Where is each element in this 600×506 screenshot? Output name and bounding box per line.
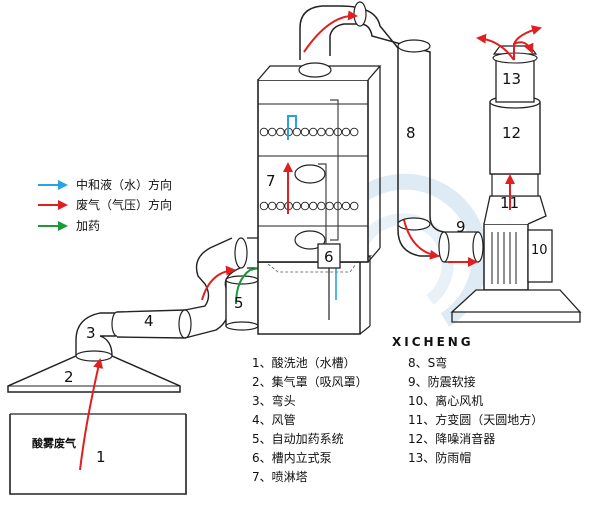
water-flow-arrow	[287, 115, 297, 140]
callout-1: 1	[96, 448, 106, 466]
callout-7: 7	[266, 172, 276, 190]
callout-5: 5	[234, 294, 244, 312]
packing-ball	[300, 127, 310, 137]
packing-ball	[259, 201, 269, 211]
packing-ball	[317, 201, 326, 211]
packing-ball	[325, 201, 334, 211]
centrifugal-fan	[483, 223, 529, 291]
legend-label: 中和液（水）方向	[76, 177, 172, 192]
packing-ball	[349, 127, 359, 137]
parts-list-item: 12、降噪消音器	[408, 431, 495, 446]
legend-label: 废气（气压）方向	[76, 197, 172, 212]
parts-list-item: 13、防雨帽	[408, 450, 471, 465]
packing-ball	[292, 127, 302, 137]
callout-11: 11	[500, 194, 519, 212]
packing-ball	[341, 201, 351, 211]
ball-packing-icon	[259, 127, 359, 211]
dosing-flow-arrow	[235, 264, 291, 305]
fan-blades	[491, 232, 517, 284]
parts-list-item: 2、集气罩（吸风罩）	[252, 374, 368, 389]
packing-ball	[341, 127, 351, 137]
parts-list-item: 6、槽内立式泵	[252, 450, 332, 465]
legend-label: 加药	[76, 219, 100, 233]
callout-10: 10	[531, 243, 548, 258]
water-tank	[257, 261, 361, 335]
acid-pool	[9, 414, 187, 495]
gas-flow-arrows	[79, 10, 542, 471]
parts-list-item: 5、自动加药系统	[252, 432, 344, 446]
callout-4: 4	[144, 312, 154, 330]
callout-8: 8	[406, 124, 416, 142]
watermark-text: XICHENG	[392, 335, 474, 349]
packing-ball	[267, 201, 277, 211]
source-label: 酸雾废气	[32, 436, 76, 450]
parts-list-item: 11、方变圆（天圆地方）	[408, 412, 543, 427]
callout-12: 12	[502, 124, 521, 142]
packing-ball	[292, 201, 302, 211]
callout-13: 13	[502, 70, 521, 88]
packing-ball	[349, 201, 359, 211]
callout-3: 3	[86, 324, 96, 342]
packing-ball	[267, 127, 277, 137]
silencer	[489, 101, 541, 175]
parts-list-item: 8、S弯	[408, 355, 447, 370]
parts-list-item: 7、喷淋塔	[252, 470, 308, 484]
callout-numbers: 1 2 3 4 5 6 7 8 9 10 11 12 13 酸雾废气	[32, 70, 548, 466]
packing-ball	[308, 201, 318, 211]
packing-ball	[276, 201, 285, 211]
packing-ball	[325, 127, 334, 137]
parts-list-item: 3、弯头	[252, 393, 296, 408]
callout-6: 6	[324, 248, 334, 266]
parts-list-item: 9、防震软接	[408, 374, 476, 389]
parts-list-item: 4、风管	[252, 412, 296, 427]
parts-list-item: 10、离心风机	[408, 393, 483, 408]
parts-list: 1、酸洗池（水槽） 2、集气罩（吸风罩） 3、弯头 4、风管 5、自动加药系统 …	[252, 355, 543, 484]
legend: 中和液（水）方向 废气（气压）方向 加药	[38, 177, 172, 233]
packing-ball	[308, 127, 318, 137]
s-bend-duct	[299, 5, 440, 257]
callout-9: 9	[456, 218, 466, 236]
packing-ball	[300, 201, 310, 211]
callout-2: 2	[64, 368, 74, 386]
packing-ball	[259, 127, 269, 137]
transition-piece	[483, 195, 547, 225]
packing-ball	[276, 127, 285, 137]
packing-ball	[317, 127, 326, 137]
parts-list-item: 1、酸洗池（水槽）	[252, 355, 356, 370]
